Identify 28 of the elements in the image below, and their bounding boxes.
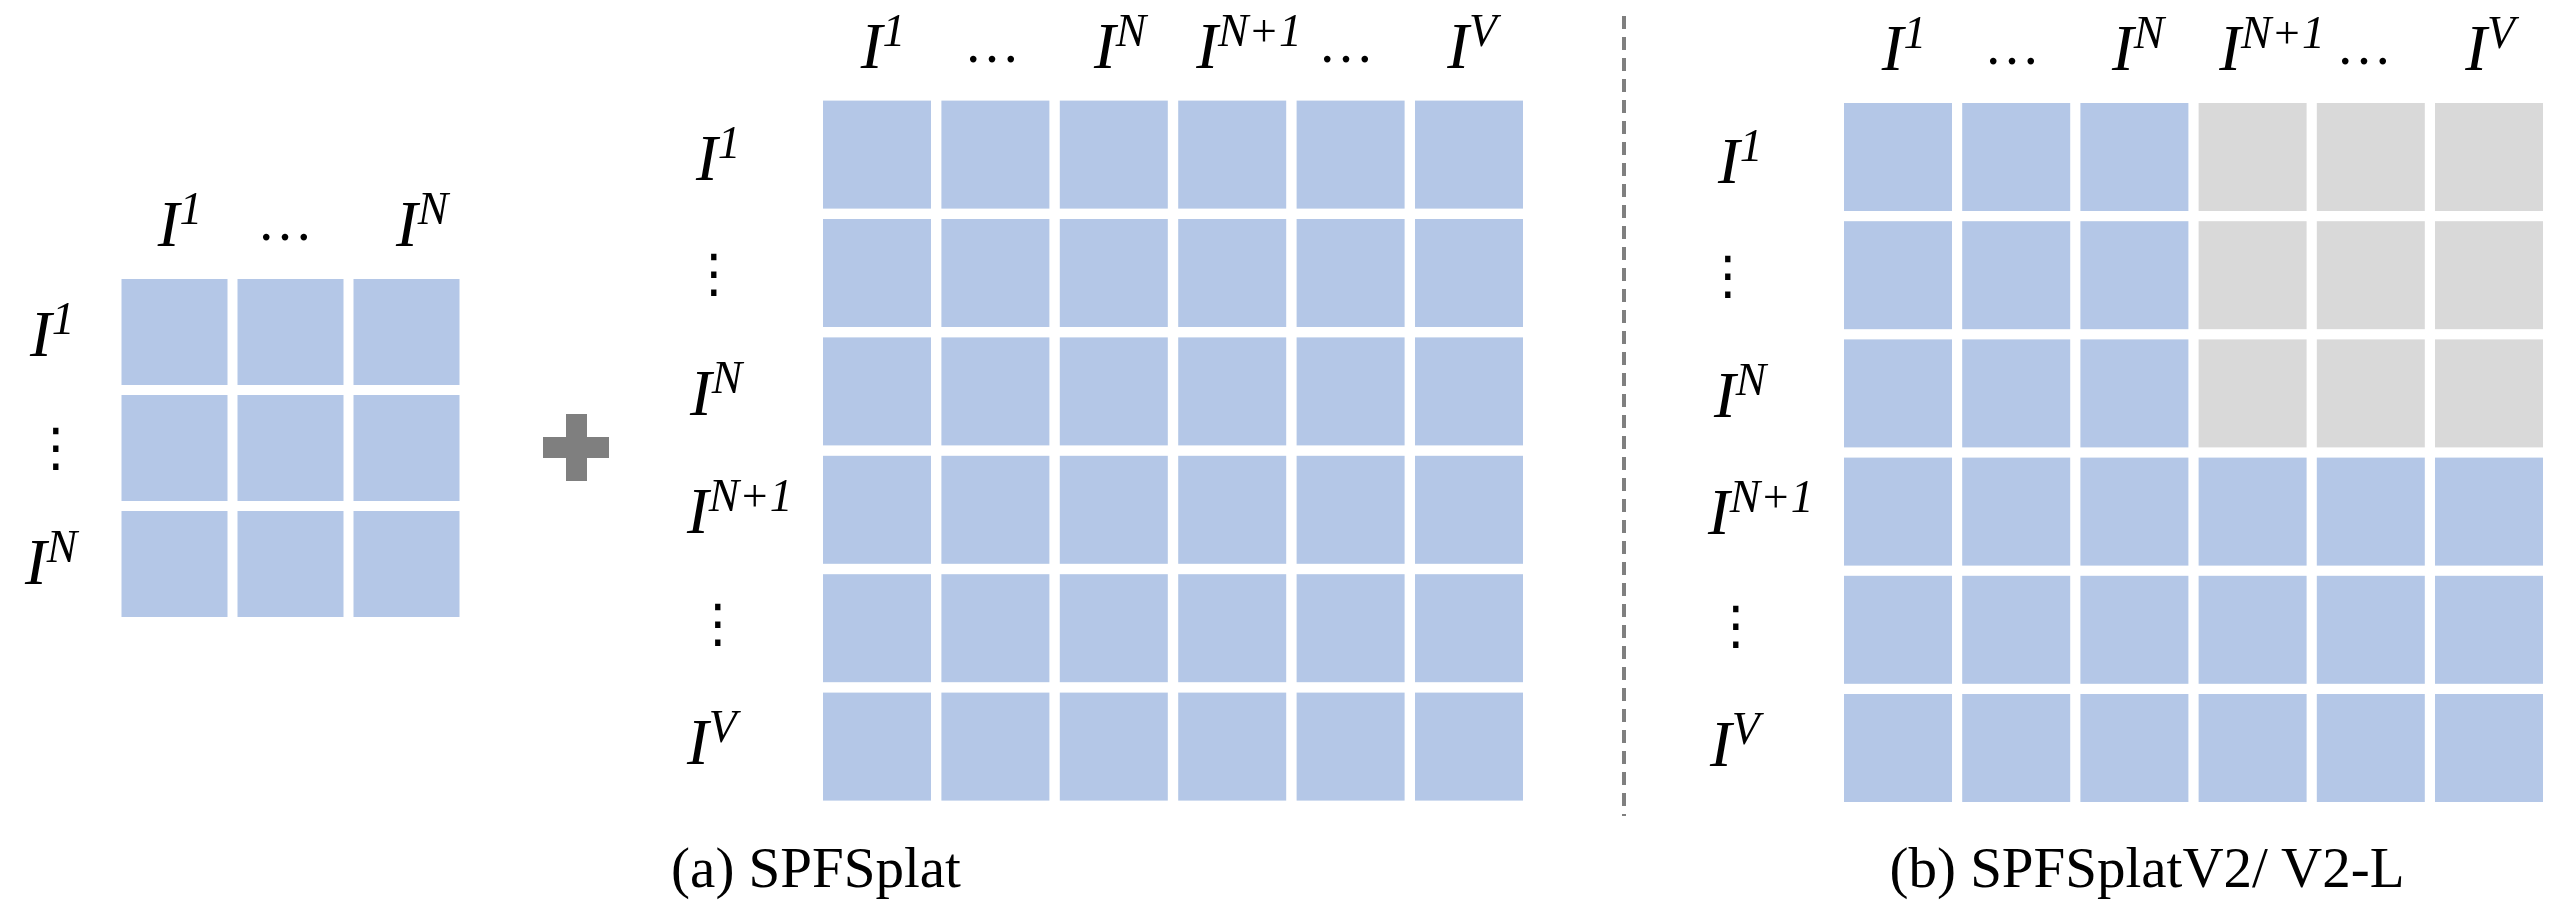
row-label: I$^{N+1}$ <box>1708 480 1814 546</box>
column-label: I$^{1}$ <box>1881 16 1927 82</box>
figure-caption: (b) SPFSplatV2/ V2-L <box>1889 839 2405 897</box>
row-label: I$^{N}$ <box>1714 363 1766 429</box>
row-label: I$^{N}$ <box>25 530 77 596</box>
row-label: ⋮ <box>692 596 744 649</box>
column-label: I$^{N+1}$ <box>2219 16 2325 82</box>
row-label: ⋮ <box>1710 598 1762 651</box>
row-label: I$^{N}$ <box>690 361 742 427</box>
column-label: I$^{N}$ <box>396 192 448 258</box>
column-label: I$^{1}$ <box>860 14 906 80</box>
column-label: … <box>257 192 313 249</box>
row-label: ⋮ <box>30 420 82 473</box>
row-label: ⋮ <box>688 246 740 299</box>
figure-caption: (a) SPFSplat <box>671 839 961 897</box>
row-label: I$^{1}$ <box>1718 129 1763 195</box>
column-label: I$^{1}$ <box>157 192 203 258</box>
row-label: I$^{1}$ <box>696 126 741 192</box>
column-label: … <box>1318 14 1374 71</box>
row-label: I$^{1}$ <box>30 302 75 368</box>
column-label: I$^{N}$ <box>1094 14 1146 80</box>
row-label: ⋮ <box>1702 248 1754 301</box>
column-label: … <box>1984 16 2040 73</box>
column-label: … <box>964 14 1020 71</box>
column-label: … <box>2336 16 2392 73</box>
column-label: I$^{N}$ <box>2112 16 2164 82</box>
column-label: I$^{N+1}$ <box>1196 14 1302 80</box>
row-label: I$^{N+1}$ <box>687 479 793 545</box>
